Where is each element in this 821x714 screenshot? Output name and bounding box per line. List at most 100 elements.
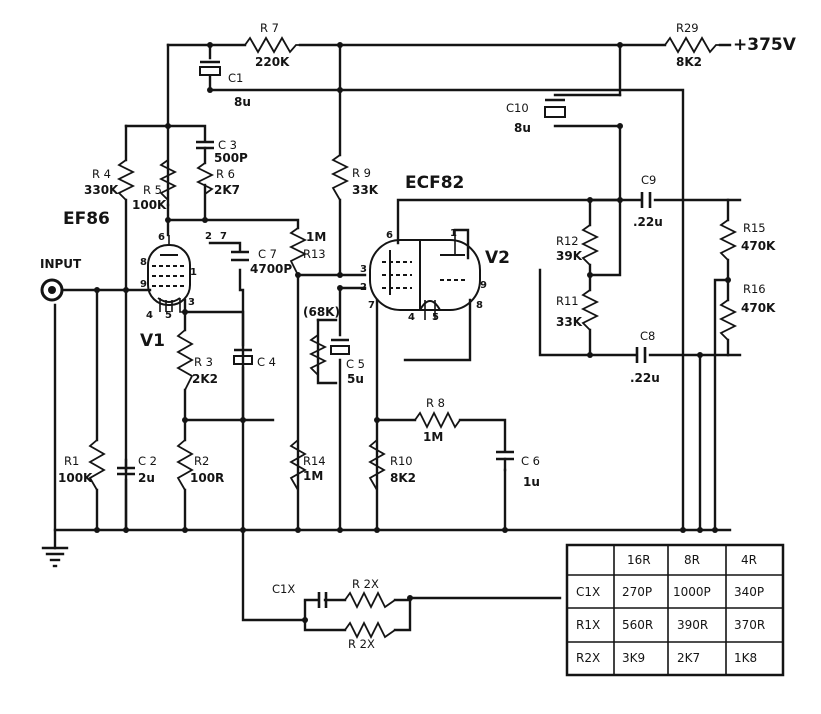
r16-value: 470K [741,301,776,315]
r4-ref: R 4 [92,167,111,181]
table-row-c1x-label: C1X [576,585,600,599]
v1-pin-2: 2 [205,231,212,242]
r16-ref: R16 [743,282,766,296]
c5-value: 5u [347,372,364,386]
r13-ref: R13 [303,247,326,261]
resistor-r4 [116,159,136,201]
c9-ref: C9 [641,173,656,187]
r1-value: 100K [58,471,93,485]
table-header-16r: 16R [627,553,651,567]
r5-value: 100K [132,198,167,212]
table-row-r2x-8r: 2K7 [677,651,700,665]
table-row-r2x-4r: 1K8 [734,651,757,665]
resistor-r9 [330,154,350,201]
v2-pin-8: 8 [476,300,483,311]
resistor-r15 [718,219,738,261]
r4-value: 330K [84,183,119,197]
table-header-8r: 8R [684,553,700,567]
r29-value: 8K2 [676,55,702,69]
r68k-value: (68K) [303,305,340,319]
capacitor-c7 [231,250,249,262]
r12-value: 39K [556,249,583,263]
c10-ref: C10 [506,101,529,115]
c8-ref: C8 [640,329,655,343]
input-label: INPUT [40,257,82,271]
resistor-r1 [88,439,106,491]
resistor-r3 [176,329,194,391]
capacitor-c3 [196,140,214,165]
resistor-r5 [158,159,178,201]
capacitor-c6 [496,450,514,472]
capacitor-c9 [640,192,652,208]
c7-value: 4700P [250,262,292,276]
resistor-r2x-b [344,620,396,640]
c1-ref: C1 [228,71,243,85]
tube-v1 [147,235,191,313]
v1-pin-3: 3 [188,297,195,308]
v1-type-label: EF86 [63,209,110,229]
c2-ref: C 2 [138,454,157,468]
v2-label: V2 [485,248,510,268]
capacitor-c4 [233,348,253,365]
v2-pin-5: 5 [432,312,439,323]
input-jack [40,278,64,302]
r5-ref: R 5 [143,183,162,197]
c6-value: 1u [523,475,540,489]
r10-ref: R10 [390,454,413,468]
resistor-r8 [414,410,461,430]
v1-pin-1: 1 [190,267,197,278]
r8-value: 1M [423,430,443,444]
r2x-b-ref: R 2X [348,637,375,651]
c2-value: 2u [138,471,155,485]
c8-value: .22u [630,371,660,385]
capacitor-c1 [199,60,221,76]
r8-ref: R 8 [426,396,445,410]
c10-value: 8u [514,121,531,135]
table-row-r1x-label: R1X [576,618,600,632]
v2-type-label: ECF82 [405,173,464,193]
r2-ref: R2 [194,454,209,468]
v2-pin-1: 1 [450,228,457,239]
resistor-r68k [308,334,328,376]
table-row-r2x-16r: 3K9 [622,651,645,665]
supply-voltage-label: +375V [733,35,797,55]
table-row-c1x-16r: 270P [622,585,652,599]
capacitor-c5 [330,338,350,355]
r3-value: 2K2 [192,372,218,386]
v2-pin-4: 4 [408,312,415,323]
r1-ref: R1 [64,454,79,468]
resistor-r29 [664,36,720,54]
v2-pin-6: 6 [386,230,393,241]
wiring [53,43,742,632]
v2-pin-7: 7 [368,300,375,311]
resistor-r12 [580,224,600,266]
r10-value: 8K2 [390,471,416,485]
r6-value: 2K7 [214,183,240,197]
junctions [94,42,731,623]
v2-pin-2: 2 [360,282,367,293]
capacitor-c8 [635,347,647,363]
capacitor-c10 [544,98,566,118]
tube-v2 [369,230,481,320]
v2-pin-3: 3 [360,264,367,275]
r14-value: 1M [303,469,323,483]
resistor-r10 [368,439,386,491]
table-header-4r: 4R [741,553,757,567]
resistor-r16 [718,299,738,341]
c9-value: .22u [633,215,663,229]
r13-value: 1M [306,230,326,244]
c4-ref: C 4 [257,355,276,369]
r9-value: 33K [352,183,379,197]
c7-ref: C 7 [258,247,277,261]
table-row-r1x-16r: 560R [622,618,653,632]
c1-value: 8u [234,95,251,109]
r12-ref: R12 [556,234,579,248]
r2x-a-ref: R 2X [352,577,379,591]
v2-pin-9: 9 [480,280,487,291]
capacitor-c1x [317,592,328,608]
ground-symbol [41,546,69,568]
resistor-r11 [580,289,600,331]
table-row-c1x-8r: 1000P [673,585,711,599]
